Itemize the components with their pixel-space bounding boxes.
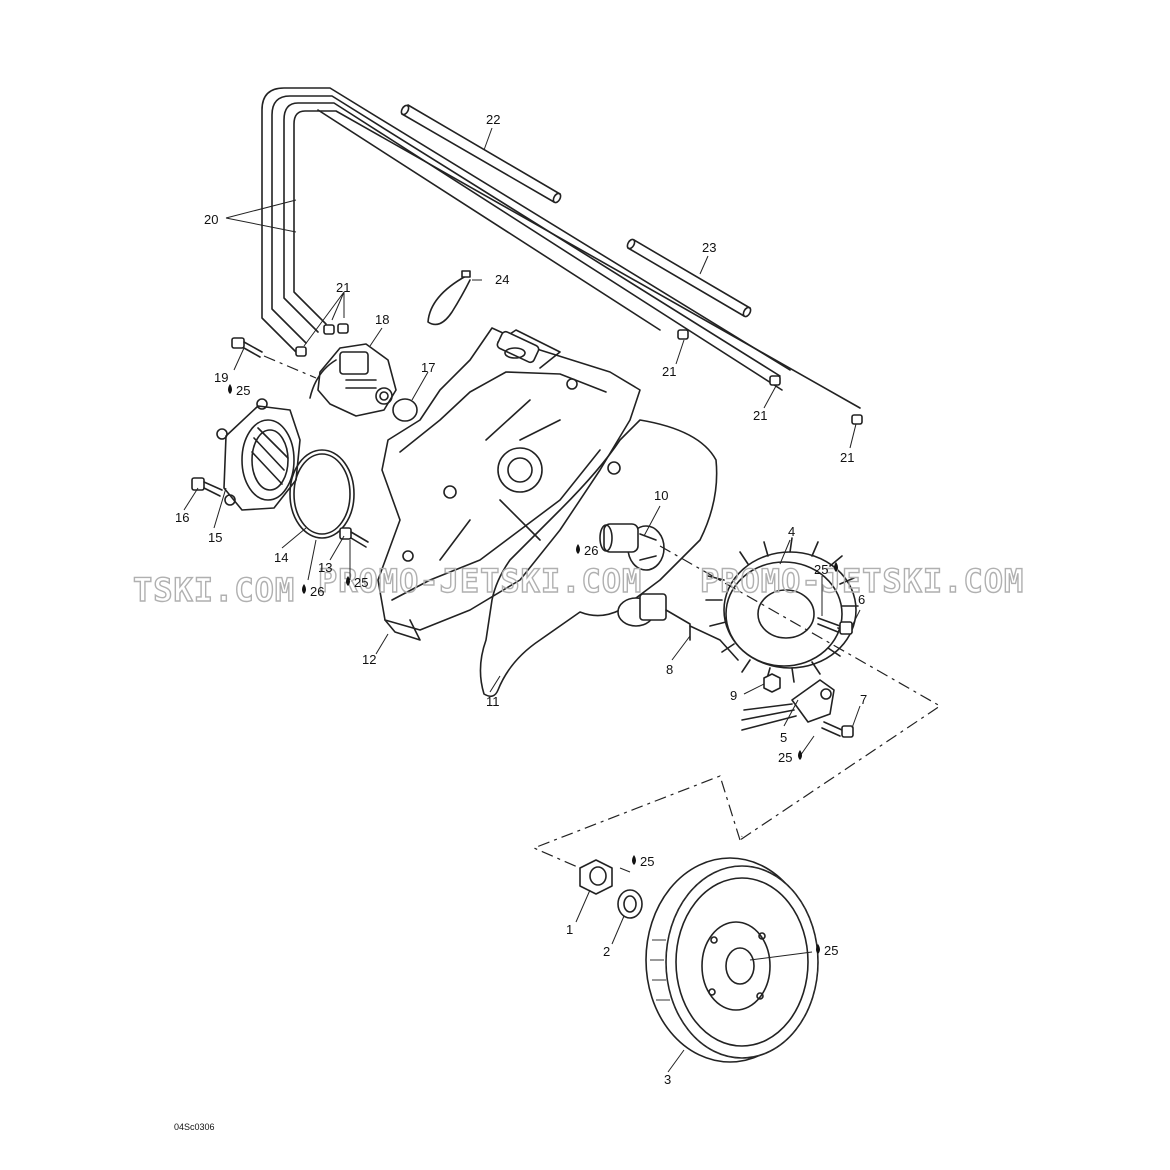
part-11-gasket [479,419,718,698]
callout-21-right: 21 [753,408,767,423]
callout-23: 23 [702,240,716,255]
part-3-flywheel [645,857,819,1063]
part-19-screw [231,337,263,358]
callout-16: 16 [175,510,189,525]
callout-20: 20 [204,212,218,227]
part-10-coupler [599,523,665,571]
callout-14: 14 [274,550,288,565]
callout-15: 15 [208,530,222,545]
callout-18: 18 [375,312,389,327]
drop-icon [228,384,232,394]
leader-lines [183,127,861,1073]
drop-icon [576,544,580,554]
lube-25-part-19: 25 [228,383,250,398]
callout-22: 22 [486,112,500,127]
part-24-clamp [427,270,471,326]
callout-8: 8 [666,662,673,677]
watermark: TSKI.COM PROMO-JETSKI.COM PROMO-JETSKI.C… [132,561,1024,609]
callout-4: 4 [788,524,795,539]
lube-25-part-1: 25 [632,854,654,869]
svg-text:26: 26 [584,543,598,558]
lube-25-part-13: 25 [346,575,368,590]
assembly-lines [263,355,942,877]
part-9-nut [763,673,781,693]
callout-3: 3 [664,1072,671,1087]
drop-icon [834,562,838,572]
part-2-washer [617,889,643,919]
callout-13: 13 [318,560,332,575]
part-15-flange [216,398,301,511]
callout-21-middle: 21 [662,364,676,379]
callouts: 22 23 20 24 21 18 17 19 21 21 21 16 15 1… [175,112,867,1087]
part-18-oil-pump [309,343,397,417]
svg-text:25: 25 [236,383,250,398]
part-8-grommet [617,593,691,641]
callout-19: 19 [214,370,228,385]
callout-11: 11 [486,694,500,709]
part-16-bolt [191,477,223,497]
callout-21-top: 21 [336,280,350,295]
drop-icon [816,944,820,954]
svg-text:25: 25 [814,562,828,577]
callout-10: 10 [654,488,668,503]
callout-6: 6 [858,592,865,607]
part-14-o-ring [289,449,355,539]
part-23-sleeve [626,238,752,318]
part-17-o-ring [392,398,418,422]
drop-icon [632,855,636,865]
svg-text:25: 25 [354,575,368,590]
watermark-right: PROMO-JETSKI.COM [700,562,1024,600]
diagram-code: 04Sc0306 [174,1122,215,1132]
part-21-caps [295,323,863,425]
part-7-screw [821,721,854,738]
part-6-screw [817,617,853,635]
drop-icon [798,750,802,760]
lubricant-callouts: 25 25 26 26 25 25 25 25 [228,383,838,958]
callout-1: 1 [566,922,573,937]
lube-26-part-10: 26 [576,543,598,558]
svg-text:25: 25 [640,854,654,869]
callout-2: 2 [603,944,610,959]
svg-text:25: 25 [778,750,792,765]
lube-25-part-7: 25 [778,750,802,765]
callout-5: 5 [780,730,787,745]
part-20-oil-lines [261,87,861,409]
callout-9: 9 [730,688,737,703]
callout-21-far-right: 21 [840,450,854,465]
drop-icon [302,584,306,594]
callout-17: 17 [421,360,435,375]
lube-26-part-14: 26 [302,584,324,599]
part-13-screw [339,527,369,548]
drop-icon [346,576,350,586]
svg-text:26: 26 [310,584,324,599]
part-5-sensor [741,679,835,731]
callout-12: 12 [362,652,376,667]
part-12-housing [377,327,641,641]
watermark-center: PROMO-JETSKI.COM [318,562,642,600]
lube-25-part-3: 25 [816,943,838,958]
part-4-stator [689,537,859,683]
part-1-nut [579,859,613,895]
callout-7: 7 [860,692,867,707]
lube-25-part-6: 25 [814,562,838,577]
callout-24: 24 [495,272,509,287]
svg-text:25: 25 [824,943,838,958]
watermark-left: TSKI.COM [133,571,295,609]
